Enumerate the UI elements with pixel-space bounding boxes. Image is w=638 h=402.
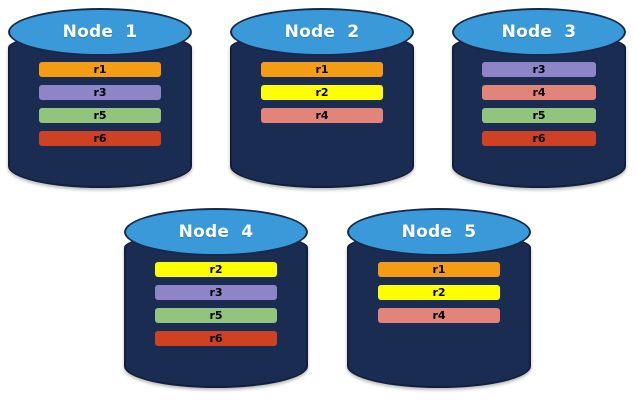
node-5-label: Node 5 [401, 222, 477, 242]
node-2-record-r1[interactable]: r1 [261, 62, 383, 77]
node-3-record-list: r3 r4 r5 r6 [452, 62, 626, 146]
node-3-label: Node 3 [501, 22, 577, 42]
node-2-cylinder[interactable]: Node 2 r1 r2 r4 [230, 8, 414, 188]
node-2-top-disc [230, 8, 414, 56]
node-2-record-r2[interactable]: r2 [261, 85, 383, 100]
node-5-record-list: r1 r2 r4 [347, 262, 531, 323]
node-4-record-r5[interactable]: r5 [155, 308, 277, 323]
node-4-cylinder[interactable]: Node 4 r2 r3 r5 r6 [124, 208, 308, 388]
node-4-label: Node 4 [178, 222, 254, 242]
node-3-cylinder[interactable]: Node 3 r3 r4 r5 r6 [452, 8, 626, 188]
node-1-label: Node 1 [62, 22, 138, 42]
node-5-top-disc [347, 208, 531, 256]
node-1-record-r6[interactable]: r6 [39, 131, 161, 146]
node-5-record-r2[interactable]: r2 [378, 285, 500, 300]
node-4-record-r6[interactable]: r6 [155, 331, 277, 346]
node-3-top-disc [452, 8, 626, 56]
node-5-cylinder[interactable]: Node 5 r1 r2 r4 [347, 208, 531, 388]
node-5-record-r4[interactable]: r4 [378, 308, 500, 323]
node-3-record-r3[interactable]: r3 [481, 62, 597, 77]
node-4-record-r3[interactable]: r3 [155, 285, 277, 300]
node-3-record-r5[interactable]: r5 [481, 108, 597, 123]
node-1-cylinder[interactable]: Node 1 r1 r3 r5 r6 [8, 8, 192, 188]
node-4-top-disc [124, 208, 308, 256]
node-1-top-disc [8, 8, 192, 56]
node-4-record-list: r2 r3 r5 r6 [124, 262, 308, 346]
node-4-record-r2[interactable]: r2 [155, 262, 277, 277]
node-1-record-r1[interactable]: r1 [39, 62, 161, 77]
node-1-record-r5[interactable]: r5 [39, 108, 161, 123]
node-3-record-r6[interactable]: r6 [481, 131, 597, 146]
node-2-label: Node 2 [284, 22, 360, 42]
node-1-record-list: r1 r3 r5 r6 [8, 62, 192, 146]
node-5-record-r1[interactable]: r1 [378, 262, 500, 277]
node-2-record-list: r1 r2 r4 [230, 62, 414, 123]
node-1-record-r3[interactable]: r3 [39, 85, 161, 100]
node-2-record-r4[interactable]: r4 [261, 108, 383, 123]
node-3-record-r4[interactable]: r4 [481, 85, 597, 100]
